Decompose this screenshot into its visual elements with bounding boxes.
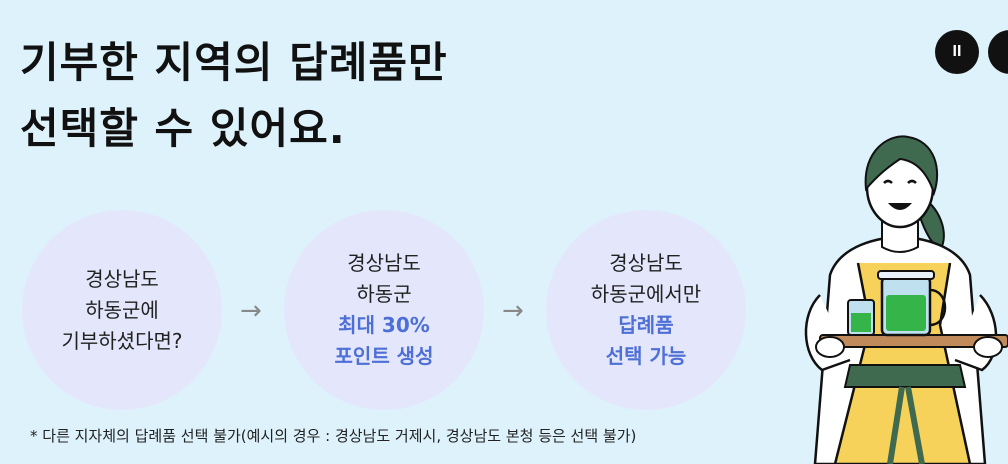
step-circle-2: 경상남도 하동군 최대 30% 포인트 생성 (284, 210, 484, 410)
step-3-line-1: 경상남도 (609, 251, 683, 275)
headline: 기부한 지역의 답례품만 선택할 수 있어요. (20, 30, 448, 162)
step-2-highlight-1: 최대 30% (338, 313, 430, 337)
footnote: * 다른 지자체의 답례품 선택 불가(예시의 경우 : 경상남도 거제시, 경… (30, 427, 637, 445)
pause-icon: II (952, 43, 962, 60)
step-circle-3: 경상남도 하동군에서만 답례품 선택 가능 (546, 210, 746, 410)
step-3-line-2: 하동군에서만 (590, 282, 702, 306)
step-1-line-1: 경상남도 (85, 266, 159, 291)
step-2-line-2: 하동군 (356, 282, 412, 306)
step-3-highlight-1: 답례품 (618, 313, 674, 337)
pause-button[interactable]: II (935, 30, 979, 74)
arrow-right-icon: → (502, 296, 524, 326)
next-button[interactable] (988, 30, 1008, 74)
headline-line-2: 선택할 수 있어요. (20, 104, 346, 153)
step-1-line-3: 기부하셨다면? (61, 328, 183, 353)
woman-serving-tea-illustration (804, 135, 1008, 464)
step-2-highlight-2: 포인트 생성 (334, 344, 434, 368)
arrow-right-icon: → (240, 296, 262, 326)
step-circle-1: 경상남도 하동군에 기부하셨다면? (22, 210, 222, 410)
headline-line-1: 기부한 지역의 답례품만 (20, 38, 448, 87)
step-1-line-2: 하동군에 (85, 297, 159, 322)
step-3-highlight-2: 선택 가능 (605, 344, 687, 368)
step-2-line-1: 경상남도 (347, 251, 421, 275)
